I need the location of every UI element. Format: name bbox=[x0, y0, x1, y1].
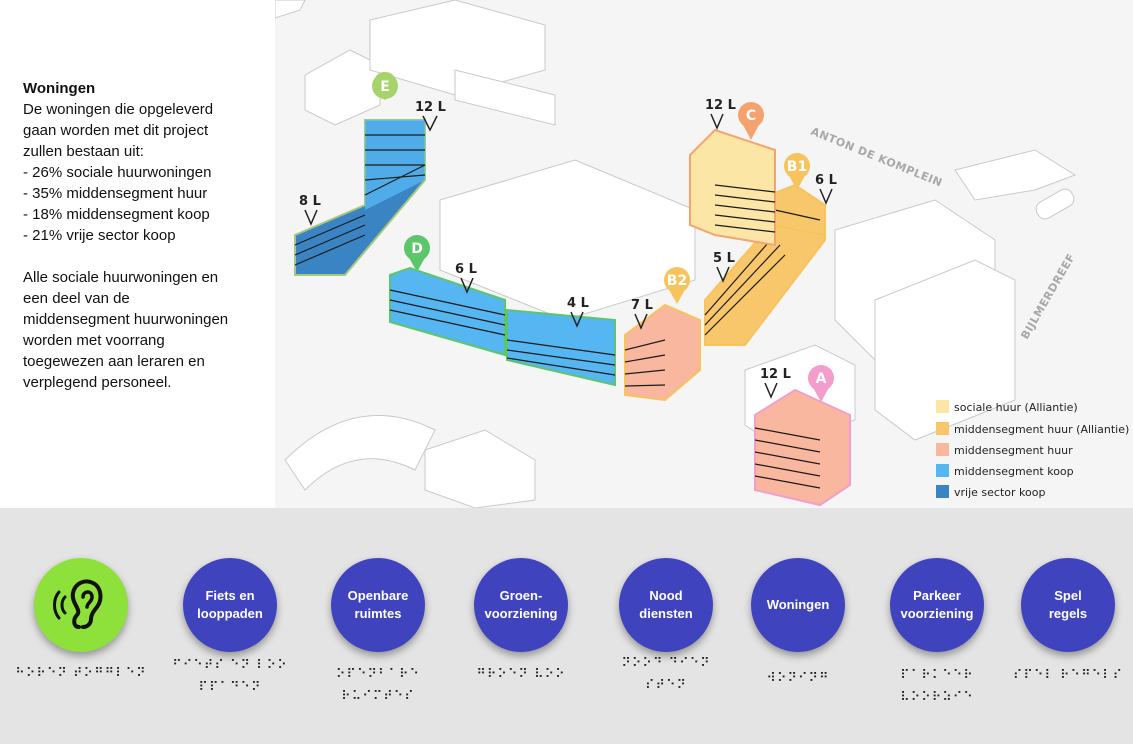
floor-labels: 12 L 8 L 6 L 4 L 7 L 12 L 6 L 5 L 12 L bbox=[299, 98, 837, 399]
info-list: - 26% sociale huurwoningen - 35% middens… bbox=[23, 162, 263, 246]
legend-label: middensegment huur (Alliantie) bbox=[954, 423, 1129, 436]
floor-label: 6 L bbox=[815, 173, 837, 188]
legend-label: sociale huur (Alliantie) bbox=[954, 401, 1078, 414]
floor-label: 12 L bbox=[415, 100, 446, 115]
list-item: - 26% sociale huurwoningen bbox=[23, 164, 212, 181]
pin-B1[interactable]: B1 bbox=[784, 153, 810, 190]
svg-text:A: A bbox=[816, 371, 827, 387]
list-item: - 18% middensegment koop bbox=[23, 206, 210, 223]
context-buildings bbox=[275, 0, 1077, 508]
building-A[interactable] bbox=[754, 388, 851, 507]
pin-E[interactable]: E bbox=[372, 72, 398, 110]
svg-text:D: D bbox=[411, 241, 423, 257]
legend-swatch bbox=[936, 485, 949, 498]
floor-label: 7 L bbox=[631, 298, 653, 313]
braille-label: ⠓⠕⠗⠑⠝ ⠞⠕⠛⠛⠇⠑⠝ bbox=[15, 666, 147, 681]
groen-voorziening-button[interactable]: Groen- voorziening bbox=[474, 558, 568, 652]
legend-swatch bbox=[936, 443, 949, 456]
pin-C[interactable]: C bbox=[738, 102, 764, 140]
pin-A[interactable]: A bbox=[808, 365, 834, 402]
legend-swatch bbox=[936, 464, 949, 477]
site-map: ANTON DE KOMPLEIN BIJLMERDREEF bbox=[275, 0, 1133, 508]
braille-label: ⠎⠏⠑⠇ ⠗⠑⠛⠑⠇⠎ bbox=[1012, 668, 1124, 683]
building-C[interactable] bbox=[689, 128, 776, 247]
openbare-ruimtes-button[interactable]: Openbare ruimtes bbox=[331, 558, 425, 652]
braille-label: ⠕⠏⠑⠝⠃⠁⠗⠑ ⠗⠥⠊⠍⠞⠑⠎ bbox=[335, 667, 421, 704]
legend-swatch bbox=[936, 400, 949, 413]
category-nav: ⠓⠕⠗⠑⠝ ⠞⠕⠛⠛⠇⠑⠝ Fiets en looppaden ⠋⠊⠑⠞⠎ ⠑… bbox=[0, 508, 1133, 744]
legend-label: middensegment koop bbox=[954, 465, 1074, 478]
floor-label: 12 L bbox=[760, 367, 791, 382]
floor-label: 5 L bbox=[713, 251, 735, 266]
building-B2[interactable] bbox=[624, 303, 701, 402]
pin-D[interactable]: D bbox=[404, 235, 430, 272]
nood-diensten-button[interactable]: Nood diensten bbox=[619, 558, 713, 652]
info-panel: Woningen De woningen die opgeleverd gaan… bbox=[23, 78, 263, 393]
legend-label: middensegment huur bbox=[954, 444, 1073, 457]
street-label: BIJLMERDREEF bbox=[1018, 251, 1078, 341]
braille-label: ⠺⠕⠝⠊⠝⠛ bbox=[766, 671, 830, 686]
building-E[interactable] bbox=[294, 119, 426, 276]
info-note: Alle sociale huurwoningen en een deel va… bbox=[23, 269, 229, 391]
ear-sound-icon bbox=[53, 579, 103, 629]
list-item: - 21% vrije sector koop bbox=[23, 227, 176, 244]
floor-label: 4 L bbox=[567, 296, 589, 311]
map-legend: sociale huur (Alliantie) middensegment h… bbox=[936, 400, 1129, 499]
info-intro: De woningen die opgeleverd gaan worden m… bbox=[23, 101, 214, 160]
fiets-en-looppaden-button[interactable]: Fiets en looppaden bbox=[183, 558, 277, 652]
floor-label: 12 L bbox=[705, 98, 736, 113]
braille-label: ⠝⠕⠕⠙ ⠙⠊⠑⠝ ⠎⠞⠑⠝ bbox=[621, 656, 711, 693]
audio-toggle-button[interactable] bbox=[34, 558, 128, 652]
svg-text:B1: B1 bbox=[787, 159, 807, 175]
floor-label: 6 L bbox=[455, 262, 477, 277]
info-title: Woningen bbox=[23, 80, 96, 97]
svg-text:E: E bbox=[380, 79, 390, 95]
site-map-illustration: ANTON DE KOMPLEIN BIJLMERDREEF bbox=[275, 0, 1129, 508]
svg-text:C: C bbox=[746, 108, 756, 124]
legend-label: vrije sector koop bbox=[954, 486, 1045, 499]
spel-regels-button[interactable]: Spel regels bbox=[1021, 558, 1115, 652]
list-item: - 35% middensegment huur bbox=[23, 185, 208, 202]
woningen-button[interactable]: Woningen bbox=[751, 558, 845, 652]
building-D[interactable] bbox=[389, 266, 616, 387]
svg-text:B2: B2 bbox=[667, 273, 687, 289]
building-B1[interactable] bbox=[704, 183, 826, 346]
pin-B2[interactable]: B2 bbox=[664, 267, 690, 304]
braille-label: ⠋⠊⠑⠞⠎ ⠑⠝ ⠇⠕⠕ ⠏⠏⠁⠙⠑⠝ bbox=[172, 658, 288, 695]
braille-label: ⠛⠗⠕⠑⠝ ⠧⠕⠕ bbox=[476, 667, 566, 682]
legend-swatch bbox=[936, 422, 949, 435]
parkeer-voorziening-button[interactable]: Parkeer voorziening bbox=[890, 558, 984, 652]
floor-label: 8 L bbox=[299, 194, 321, 209]
braille-label: ⠏⠁⠗⠅⠑⠑⠗ ⠧⠕⠕⠗⠵⠊⠑ bbox=[900, 668, 974, 705]
